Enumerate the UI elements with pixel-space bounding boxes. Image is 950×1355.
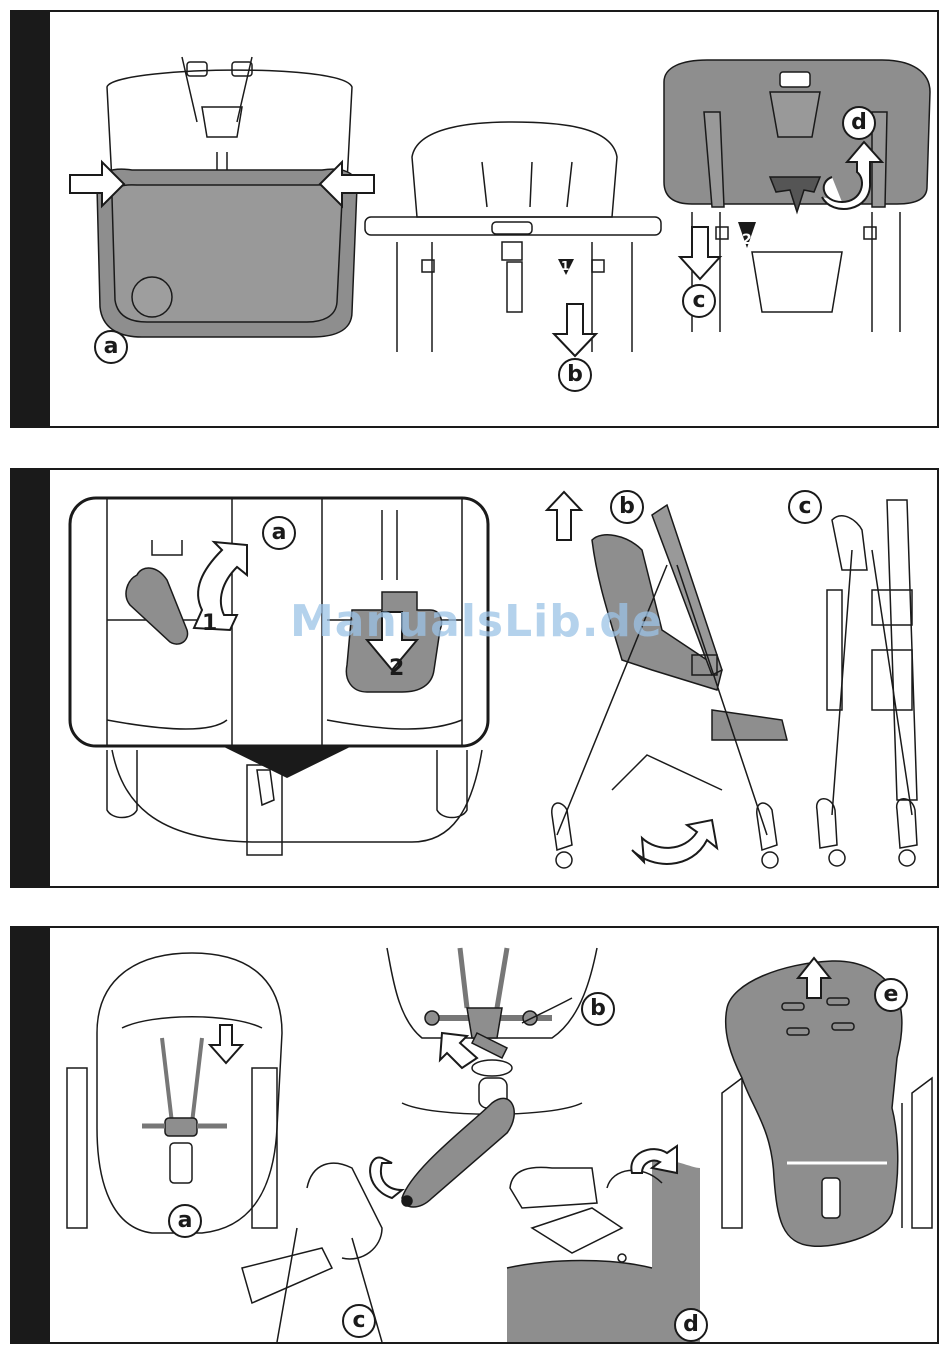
label-d: d — [842, 106, 876, 140]
label-c: c — [682, 284, 716, 318]
watermark: ManualsLib.de — [290, 596, 663, 647]
tray-removal-illustration: 2 1 — [52, 12, 939, 426]
label-a: a — [262, 516, 296, 550]
label-d: d — [674, 1308, 708, 1342]
folding-illustration: 1 2 — [52, 470, 939, 886]
step-1-panel2: 1 — [202, 611, 217, 636]
label-c: c — [342, 1304, 376, 1338]
label-e: e — [874, 978, 908, 1012]
panel-side-bar — [12, 928, 50, 1342]
panel-side-bar — [12, 470, 50, 886]
panel-folding: 1 2 — [10, 468, 939, 888]
harness-and-cover-illustration — [52, 928, 939, 1342]
panel-harness-and-cover: a b c d e — [10, 926, 939, 1344]
label-a: a — [168, 1204, 202, 1238]
panel-side-bar — [12, 12, 50, 426]
step-2-panel2: 2 — [389, 656, 404, 681]
label-a: a — [94, 330, 128, 364]
step-1-marker-panel1: 1 — [561, 259, 569, 273]
label-b: b — [581, 992, 615, 1026]
label-c: c — [788, 490, 822, 524]
label-b: b — [610, 490, 644, 524]
step-2-marker-panel1: 2 — [742, 232, 752, 248]
label-b: b — [558, 358, 592, 392]
panel-tray-removal: 2 1 a b c d — [10, 10, 939, 428]
